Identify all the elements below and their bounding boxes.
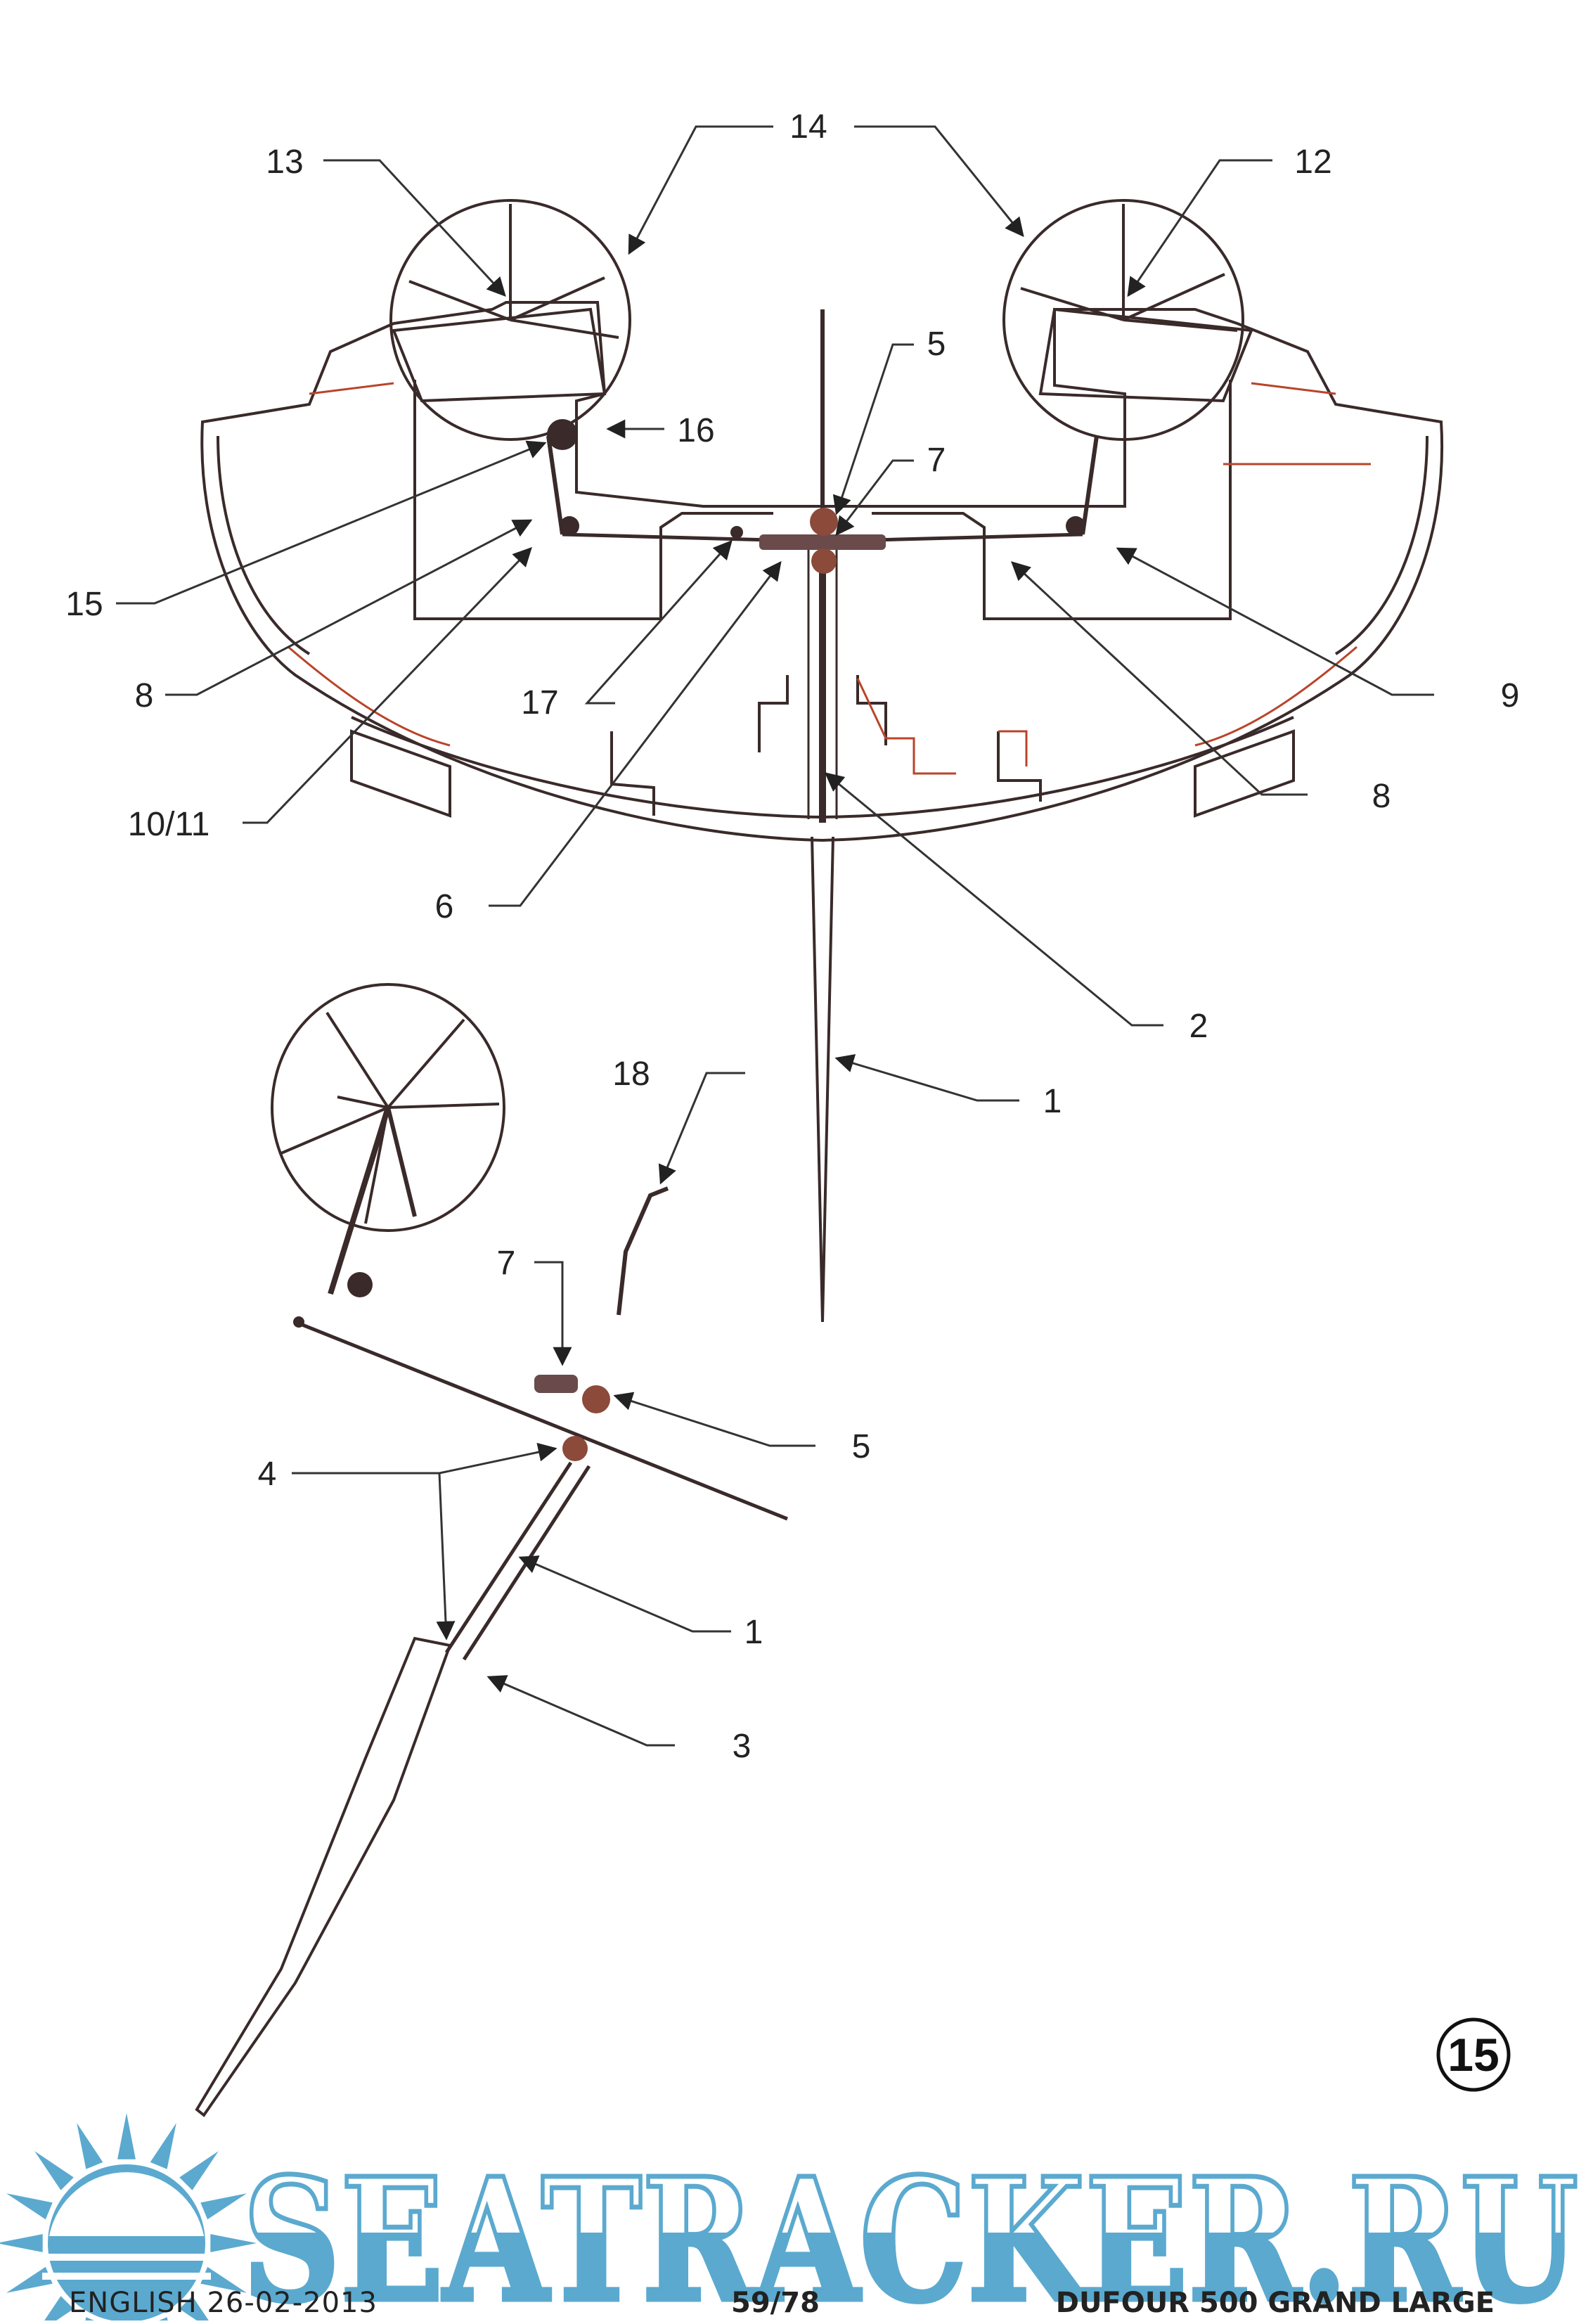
callout-5-bottom: 5 (852, 1428, 871, 1465)
callout-6: 6 (435, 888, 454, 925)
watermark-text-fill: SEATRACKER.RU (243, 2141, 1578, 2320)
sun-ray (0, 2234, 43, 2252)
top-view-drawing (200, 199, 1443, 842)
callout-1-top: 1 (1043, 1083, 1062, 1120)
callout-2: 2 (1189, 1008, 1208, 1045)
footer-page-number: 59/78 (731, 2287, 820, 2319)
perspective-drawing (195, 983, 788, 2117)
footer-language-date: ENGLISH 26-02-2013 (69, 2287, 378, 2319)
hull-outline (200, 301, 1443, 842)
callout-7-top: 7 (927, 442, 946, 479)
callout-4: 4 (258, 1456, 277, 1493)
sun-ray (41, 2296, 74, 2324)
callout-13: 13 (266, 143, 303, 181)
sun-ray (34, 2151, 74, 2190)
perspective-parts (293, 1272, 610, 1461)
sun-ray (6, 2266, 53, 2293)
sun-ray (6, 2193, 53, 2220)
callout-8-right: 8 (1372, 778, 1391, 815)
callout-leaders (116, 125, 1434, 1747)
callout-14: 14 (789, 108, 827, 146)
sun-ray (150, 2123, 176, 2169)
callout-16: 16 (677, 412, 714, 449)
callout-17: 17 (521, 684, 558, 721)
callouts-bottom: 18 7 5 4 1 3 (258, 1055, 871, 1765)
sun-icon (0, 2113, 257, 2324)
footer-model-name: DUFOUR 500 GRAND LARGE (1055, 2287, 1495, 2319)
accent-lines (288, 382, 1371, 775)
watermark-text: SEATRACKER.RU (243, 2141, 1578, 2320)
sun-ray (200, 2266, 247, 2293)
sun-ray (117, 2113, 136, 2159)
callout-10-11: 10/11 (128, 806, 210, 843)
callout-7-bottom: 7 (497, 1245, 516, 1282)
figure-number: 15 (1447, 2029, 1499, 2081)
sun-ray (179, 2296, 212, 2324)
callout-3: 3 (733, 1728, 752, 1765)
callout-1-bottom: 1 (744, 1614, 763, 1651)
sun-ray (179, 2151, 219, 2190)
rudder-blade (195, 1636, 452, 2117)
sun-ray (77, 2123, 103, 2169)
callout-15: 15 (65, 586, 103, 623)
sun-ray (200, 2193, 247, 2220)
callout-12: 12 (1294, 143, 1331, 181)
callout-8-left: 8 (135, 677, 154, 714)
watermark: SEATRACKER.RU SEATRACKER.RU (240, 2139, 1581, 2324)
callout-9: 9 (1501, 677, 1520, 714)
linkage-parts-top (547, 419, 1085, 574)
figure-number-badge: 15 (1436, 2017, 1511, 2092)
callouts-top: 14 13 12 5 16 7 15 8 17 9 10/11 8 6 2 1 (65, 108, 1519, 1120)
sun-ray (210, 2234, 257, 2252)
perspective-wheel (271, 983, 505, 1232)
callout-18: 18 (612, 1055, 650, 1093)
callout-5-top: 5 (927, 326, 946, 363)
